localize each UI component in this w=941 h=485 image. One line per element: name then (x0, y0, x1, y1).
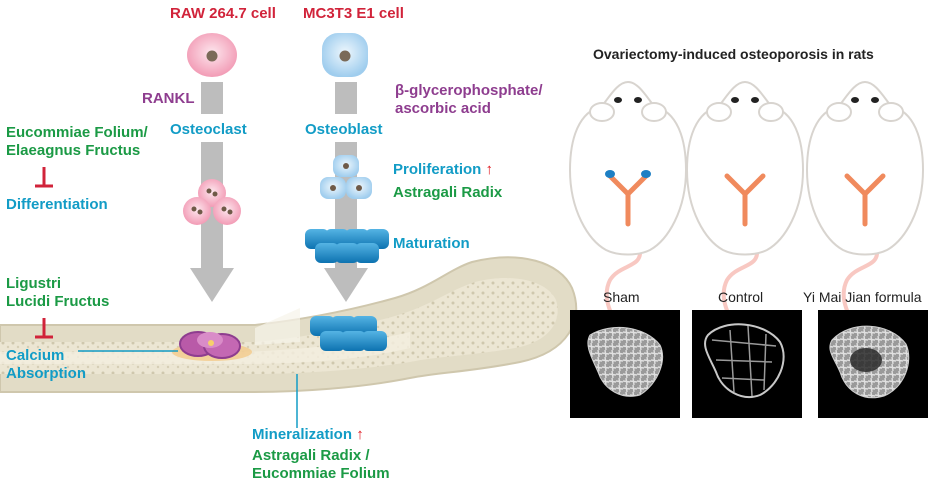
increase-arrow-icon: ↑ (485, 161, 494, 178)
beta-glycerophosphate-label: β-glycerophosphate/ (395, 82, 543, 99)
rat-illustration-control (685, 80, 805, 346)
inhibition-icon (35, 167, 53, 188)
herb2-label-line2: Lucidi Fructus (6, 293, 110, 310)
rat-panel-title: Ovariectomy-induced osteoporosis in rats (593, 46, 874, 62)
ascorbic-acid-label: ascorbic acid (395, 100, 491, 117)
calcium-label-line2: Absorption (6, 365, 86, 382)
mineralization-herb-line1: Astragali Radix / (252, 447, 370, 464)
osteoclast-cluster-icon (183, 179, 241, 225)
microct-image-treatment (818, 310, 928, 418)
rankl-label: RANKL (142, 90, 195, 107)
group-label-treatment: Yi Mai Jian formula (803, 289, 922, 305)
mineralization-herb-line2: Eucommiae Folium (252, 465, 390, 482)
osteoblast-label: Osteoblast (305, 121, 383, 138)
rat-illustration-treatment (805, 80, 925, 346)
proliferation-label: Proliferation ↑ (393, 161, 494, 178)
raw-cell-icon (187, 33, 237, 77)
osteoclast-label: Osteoclast (170, 121, 247, 138)
increase-arrow-icon: ↑ (356, 426, 364, 443)
mineralization-label: Mineralization ↑ (252, 426, 364, 443)
osteoblast-maturation-icon (305, 229, 389, 263)
group-label-control: Control (718, 289, 764, 305)
osteoblast-cluster-icon (320, 155, 372, 199)
astragali-radix-label: Astragali Radix (393, 184, 503, 201)
differentiation-label: Differentiation (6, 196, 108, 213)
osteoclast-on-bone-icon (172, 331, 252, 361)
herb1-label-line1: Eucommiae Folium/ (6, 124, 148, 141)
osteoblast-on-bone-icon (310, 316, 387, 351)
calcium-label-line1: Calcium (6, 347, 65, 364)
microct-image-control (692, 310, 802, 418)
herb2-label-line1: Ligustri (6, 275, 61, 292)
bone-illustration (0, 256, 578, 393)
mc3t3-cell-label: MC3T3 E1 cell (303, 5, 404, 22)
inhibition-icon (35, 318, 53, 339)
maturation-label: Maturation (393, 235, 470, 252)
mc3t3-cell-icon (322, 33, 368, 77)
raw-cell-label: RAW 264.7 cell (170, 5, 276, 22)
microct-image-sham (570, 310, 680, 418)
herb1-label-line2: Elaeagnus Fructus (6, 142, 141, 159)
group-label-sham: Sham (603, 289, 640, 305)
